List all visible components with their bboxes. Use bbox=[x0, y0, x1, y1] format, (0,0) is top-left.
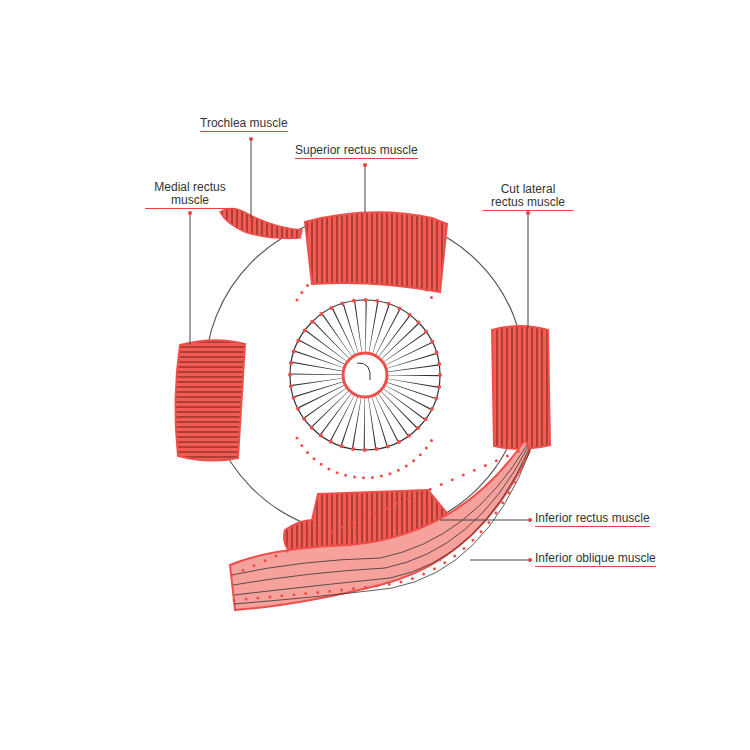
part-label: Inferior oblique muscle bbox=[535, 552, 656, 567]
part-label: Superior rectus muscle bbox=[295, 144, 418, 159]
part-label: Inferior rectus muscle bbox=[535, 512, 650, 527]
part-label: Trochlea muscle bbox=[200, 117, 288, 132]
part-label: Medial rectus muscle bbox=[145, 181, 235, 209]
part-label: Cut lateral rectus muscle bbox=[483, 183, 573, 211]
